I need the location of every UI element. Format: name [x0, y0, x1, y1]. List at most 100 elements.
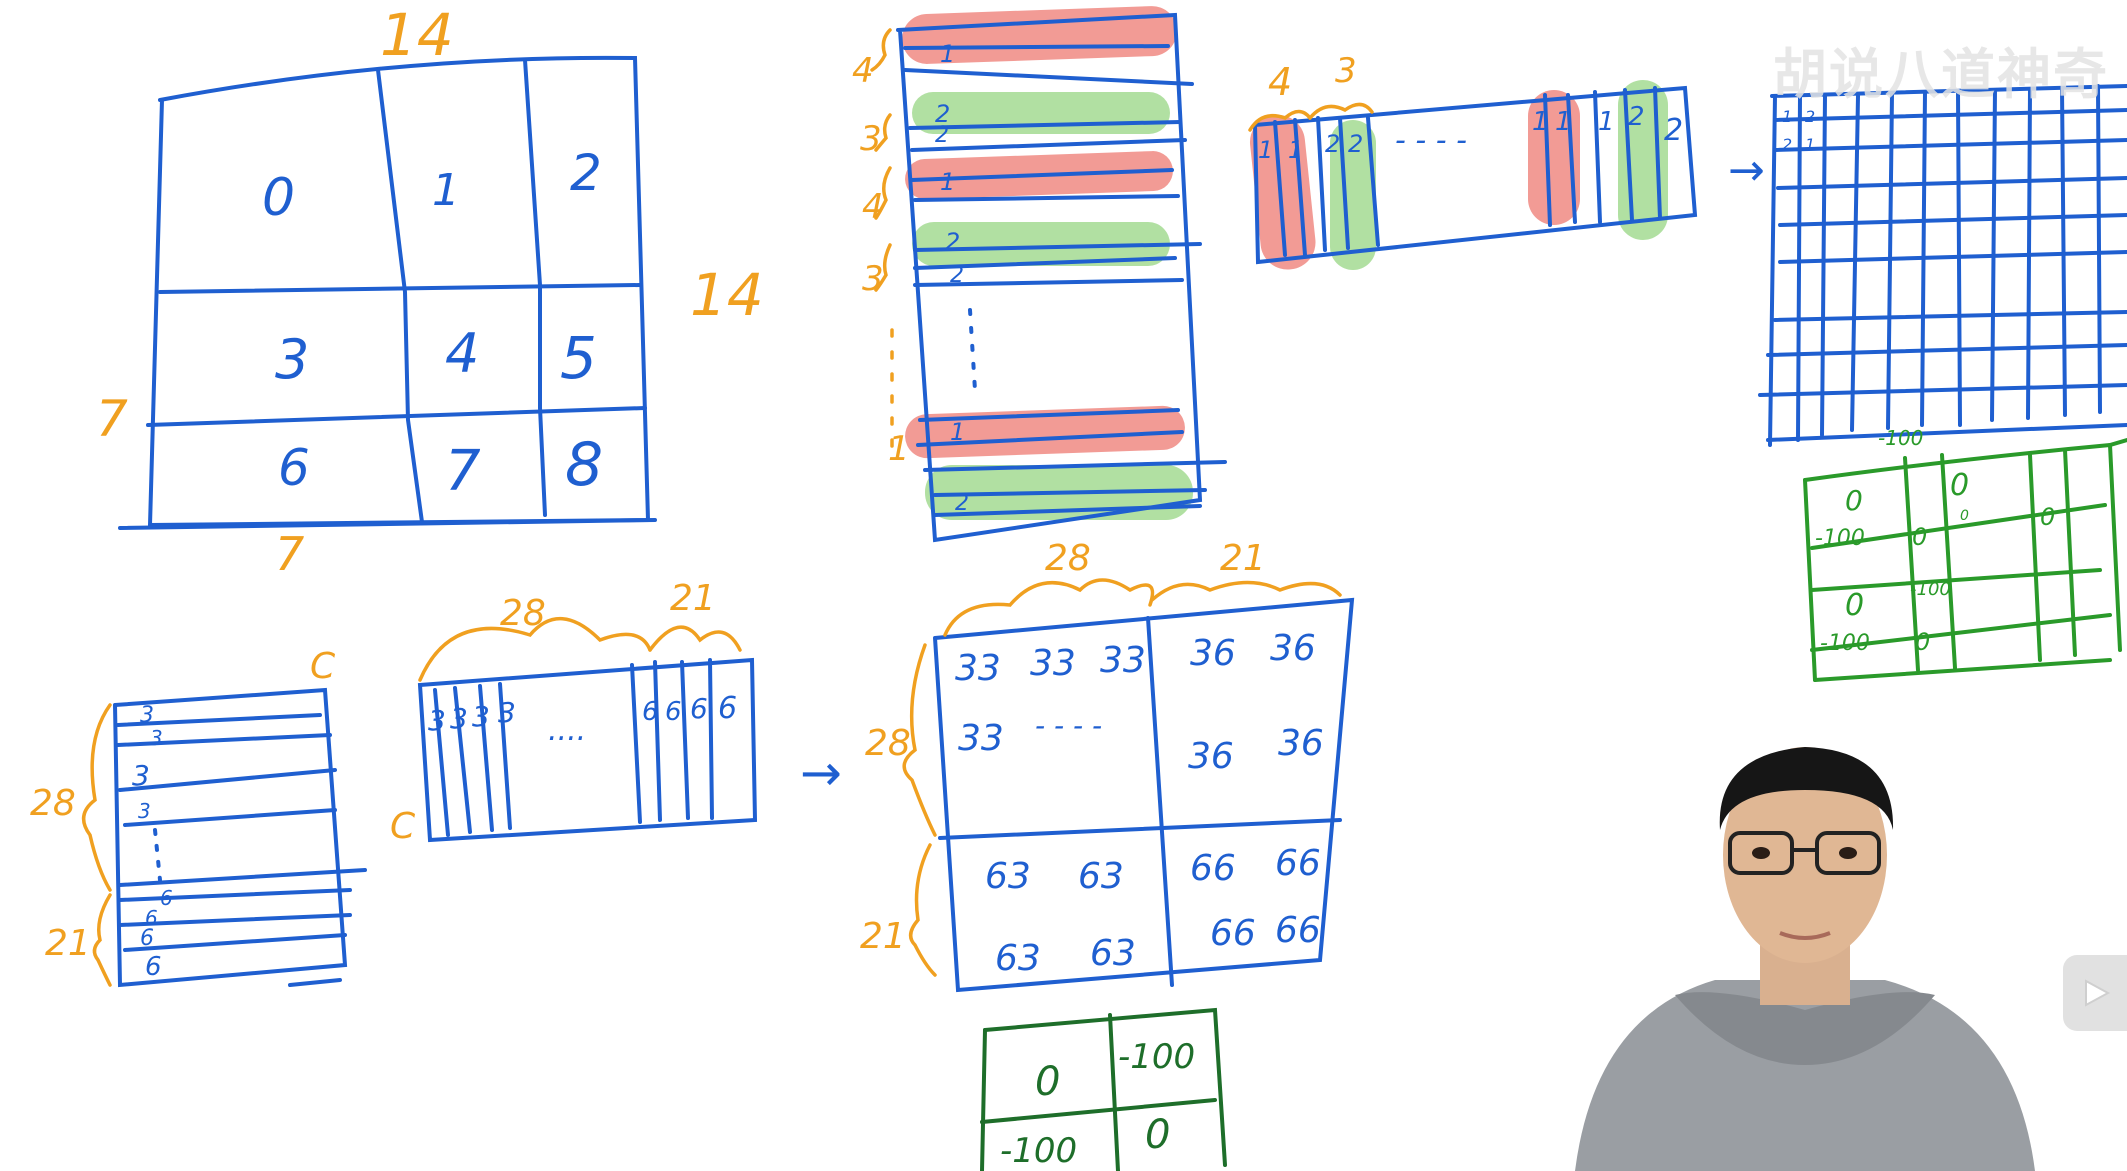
stack-row-mark: 3 — [138, 799, 151, 823]
flat-cell-mark: 2 — [1325, 130, 1340, 158]
result-q3-value: 63 — [1078, 856, 1124, 897]
stack-row-mark: 2 — [950, 263, 964, 288]
grid-3x3: 14 14 7 7 0 1 2 3 4 5 6 7 8 — [96, 1, 764, 581]
arrow-right: → — [1728, 145, 1765, 196]
green-cell: 0 — [1845, 484, 1863, 517]
row-col-mark: 6 — [690, 692, 708, 725]
right-grid: 1 2 2 1 -100 — [1758, 84, 2127, 450]
result-q2-value: 36 — [1278, 723, 1324, 764]
stack-row-mark: 6 — [140, 926, 154, 951]
right-grid-mark: 2 — [1782, 135, 1792, 154]
stack-brace-label: 4 — [852, 51, 874, 91]
grid-left-size: 7 — [96, 390, 128, 448]
flattened-row: 4 3 1 1 2 2 1 1 1 2 2 - - - - → — [1248, 51, 1765, 270]
stack-row-mark: 6 — [160, 886, 173, 910]
flat-brace-label: 4 — [1268, 60, 1292, 104]
result-q2-value: 36 — [1270, 628, 1316, 669]
green-cell: 0 — [1912, 523, 1927, 551]
result-top-label: 28 — [1045, 538, 1091, 579]
row-dots: .... — [548, 713, 586, 748]
row-col-mark: 3 — [450, 702, 468, 735]
green-cell: -100 — [1815, 526, 1865, 551]
flat-cell-mark: 2 — [1664, 113, 1683, 148]
right-grid-mark: 1 — [1805, 135, 1815, 154]
green-cell: 0 — [1960, 508, 1969, 524]
green-highlight — [912, 222, 1170, 266]
result-side-label: 28 — [865, 723, 911, 764]
bottom-left-stack: C 28 21 3 3 3 3 6 6 6 6 — [30, 646, 367, 988]
result-q1-dots: - - - - — [1035, 709, 1102, 742]
grid-cell-6: 6 — [278, 439, 310, 497]
stack-brace-label: 21 — [45, 923, 91, 964]
result-q1-value: 33 — [1100, 640, 1146, 681]
green-matrix-bottom: 0 -100 -100 0 — [980, 1007, 1227, 1171]
result-q2-value: 36 — [1190, 633, 1236, 674]
stack-brace-label: 4 — [862, 187, 884, 227]
grid-cell-7: 7 — [445, 439, 481, 504]
flat-cell-mark: 1 — [1555, 107, 1572, 137]
flat-cell-mark: 1 — [1598, 107, 1615, 137]
grid-cell-8: 8 — [565, 430, 603, 500]
flat-cell-mark: 1 — [1258, 136, 1273, 164]
flat-cell-mark: 2 — [1348, 130, 1363, 158]
result-q1-value: 33 — [958, 718, 1004, 759]
play-icon — [2085, 979, 2111, 1007]
grid-right-size: 14 — [690, 261, 764, 329]
result-q3-value: 63 — [985, 856, 1031, 897]
row-col-mark: 6 — [718, 691, 737, 726]
grid-top-size: 14 — [380, 1, 454, 69]
right-grid-mark: 2 — [1805, 107, 1815, 126]
green-cell: 0 — [1950, 468, 1969, 503]
stack-row-mark: 3 — [132, 759, 150, 792]
flat-brace-label: 3 — [1335, 51, 1357, 91]
row-col-mark: 6 — [642, 697, 659, 727]
presenter-video — [1575, 747, 2035, 1171]
stack-row-mark: 3 — [140, 703, 154, 728]
grid-cell-3: 3 — [275, 328, 309, 391]
stack-row-mark: 1 — [950, 418, 965, 446]
green-cell: -100 — [1910, 579, 1951, 600]
green-cell: 0 — [2040, 503, 2055, 531]
stack-row-mark: 3 — [150, 726, 163, 750]
result-matrix: 28 21 28 21 33 33 33 33 - - - - 36 36 36… — [860, 538, 1355, 993]
grid-cell-5: 5 — [560, 324, 597, 392]
stack-row-mark: 1 — [940, 40, 955, 68]
flat-cell-mark: 1 — [1532, 107, 1549, 137]
grid-cell-1: 1 — [432, 165, 460, 216]
row-brace-over: 28 — [500, 593, 546, 634]
row-col-mark: 6 — [665, 697, 682, 727]
result-q1-value: 33 — [1030, 643, 1076, 684]
bottom-row: C 28 21 3 3 3 3 .... 6 6 6 6 → — [390, 578, 842, 847]
row-col-mark: 3 — [472, 700, 490, 733]
green-matrix-right: 0 0 -100 0 0 -100 0 -100 0 0 — [1803, 438, 2127, 682]
red-highlight — [1528, 90, 1580, 225]
green-cell: -100 — [1118, 1037, 1195, 1077]
stack-brace-label: 3 — [862, 259, 884, 299]
result-q4-value: 66 — [1210, 913, 1256, 954]
stack-row-mark: 2 — [935, 100, 950, 128]
row-col-mark: 3 — [498, 696, 516, 729]
green-cell: 0 — [1145, 1112, 1170, 1158]
green-cell: 0 — [1915, 628, 1930, 656]
stack-brace-label: 3 — [860, 119, 882, 159]
stack-row-mark: 6 — [145, 906, 158, 930]
flat-dots: - - - - — [1395, 123, 1467, 158]
green-cell: 0 — [1035, 1059, 1060, 1105]
row-brace-over: 21 — [670, 578, 716, 619]
stack-row-mark: 1 — [940, 168, 955, 196]
stack-brace-label: 28 — [30, 783, 76, 824]
result-q1-value: 33 — [955, 648, 1001, 689]
result-q2-value: 36 — [1188, 736, 1234, 777]
result-side-label: 21 — [860, 916, 906, 957]
row-arrow: → — [800, 744, 842, 802]
play-button[interactable] — [2063, 955, 2127, 1031]
stack-brace-label: 1 — [888, 429, 910, 469]
grid-cell-0: 0 — [262, 168, 295, 228]
stack-row-mark: 2 — [935, 123, 949, 148]
grid-bottom-size: 7 — [275, 527, 304, 581]
result-top-label: 21 — [1220, 538, 1266, 579]
right-grid-mark: 1 — [1782, 107, 1792, 126]
result-q4-value: 66 — [1275, 843, 1321, 884]
grid-cell-4: 4 — [445, 322, 479, 385]
